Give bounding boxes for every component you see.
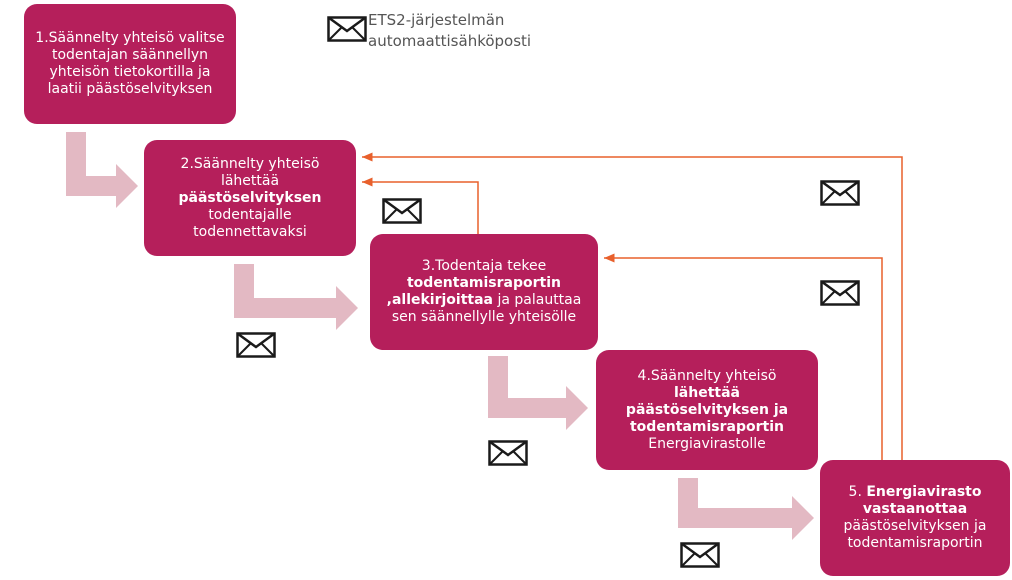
step-4-box: 4.Säännelty yhteisö lähettää päästöselvi… xyxy=(596,350,818,470)
step-1-text-part: 1.Säännelty yhteisö valitse todentajan s… xyxy=(35,30,225,97)
step-2-text: 2.Säännelty yhteisö lähettää päästöselvi… xyxy=(152,156,348,241)
step-5-text-part: 5. xyxy=(848,484,867,500)
legend-label: ETS2-järjestelmän automaattisähköposti xyxy=(368,10,531,52)
step-5-text: 5. Energiavirasto vastaanottaa päästösel… xyxy=(828,484,1002,552)
step-4-text: 4.Säännelty yhteisö lähettää päästöselvi… xyxy=(604,368,810,453)
step-3-text: 3.Todentaja tekee todentamisraportin ,al… xyxy=(378,258,590,326)
envelope-icon xyxy=(488,440,528,466)
step-2-text-part: 2.Säännelty yhteisö lähettää xyxy=(180,155,320,189)
step-5-box: 5. Energiavirasto vastaanottaa päästösel… xyxy=(820,460,1010,576)
step-5-text-part: Energiavirasto vastaanottaa xyxy=(862,484,982,517)
legend-line-2: automaattisähköposti xyxy=(368,32,532,50)
flow-arrow-2-to-3 xyxy=(234,264,358,330)
step-4-text-part: Energiavirastolle xyxy=(648,435,766,452)
step-2-text-part: päästöselvityksen xyxy=(178,189,322,206)
feedback-line-5-to-3 xyxy=(604,253,883,460)
envelope-icon xyxy=(680,542,720,568)
step-4-text-part: 4.Säännelty yhteisö xyxy=(637,367,777,384)
step-3-box: 3.Todentaja tekee todentamisraportin ,al… xyxy=(370,234,598,350)
envelope-icon xyxy=(820,180,860,206)
legend-line-1: ETS2-järjestelmän xyxy=(368,11,505,29)
step-4-text-part: lähettää päästöselvityksen ja todentamis… xyxy=(625,384,789,435)
envelope-icon xyxy=(382,198,422,224)
step-5-text-part: päästöselvityksen ja todentamisraportin xyxy=(843,518,987,551)
envelope-icon xyxy=(820,280,860,306)
feedback-line-5-to-2 xyxy=(362,152,903,460)
step-3-text-part: todentamisraportin ,allekirjoittaa xyxy=(386,275,561,308)
step-2-text-part: todentajalle todennettavaksi xyxy=(193,206,307,240)
envelope-icon xyxy=(327,16,367,42)
step-3-text-part: 3.Todentaja tekee xyxy=(421,258,547,274)
step-3-text-part: ja palauttaa sen säännellylle yhteisölle xyxy=(391,292,582,325)
feedback-line-3-to-2 xyxy=(362,177,479,234)
flow-arrow-4-to-5 xyxy=(678,478,814,540)
flow-arrow-3-to-4 xyxy=(488,356,588,430)
step-1-box: 1.Säännelty yhteisö valitse todentajan s… xyxy=(24,4,236,124)
flow-arrow-1-to-2 xyxy=(66,132,138,208)
step-2-box: 2.Säännelty yhteisö lähettää päästöselvi… xyxy=(144,140,356,256)
step-1-text: 1.Säännelty yhteisö valitse todentajan s… xyxy=(32,30,228,98)
envelope-icon xyxy=(236,332,276,358)
